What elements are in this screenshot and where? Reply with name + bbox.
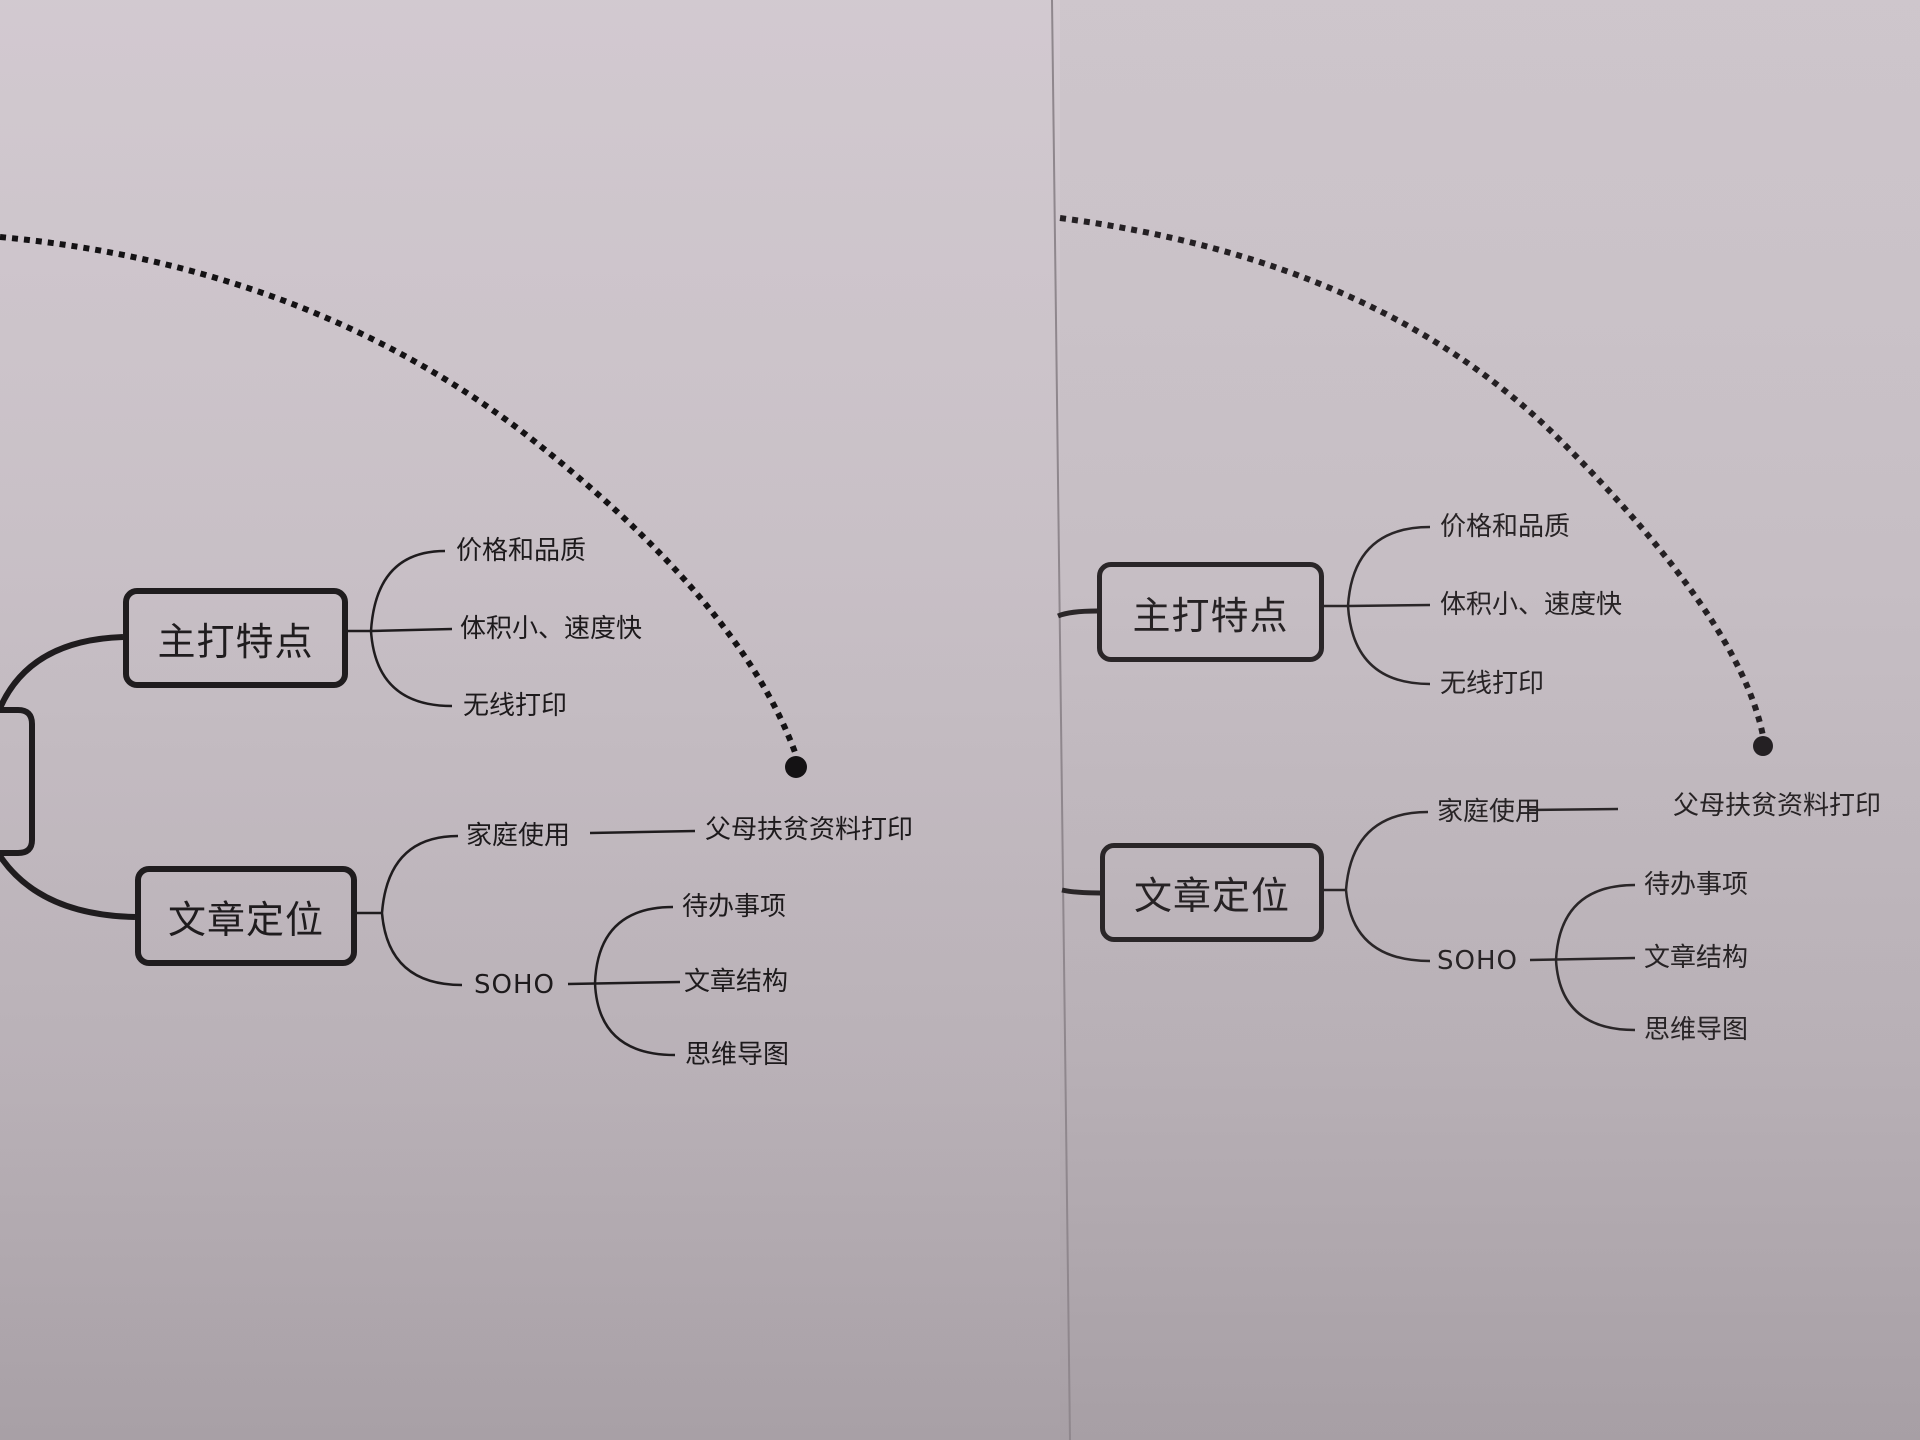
right-page: [1060, 0, 1920, 1440]
page-fold-line: [1051, 0, 1071, 1440]
leaf-small-fast-right: 体积小、速度快: [1440, 590, 1623, 620]
arc-end-dot-right: [1753, 736, 1773, 756]
leaf-price-quality-left: 价格和品质: [456, 536, 587, 566]
node-main-positioning-left: 文章定位: [135, 866, 357, 966]
leaf-price-quality-right: 价格和品质: [1440, 512, 1571, 542]
left-page: [0, 0, 1060, 1440]
node-main-features-left: 主打特点: [123, 588, 348, 688]
leaf-mindmap-left: 思维导图: [685, 1040, 790, 1070]
leaf-soho-left: SOHO: [474, 970, 555, 1000]
leaf-wireless-print-left: 无线打印: [463, 691, 568, 721]
root-node-partial-left: [0, 707, 35, 856]
leaf-todo-left: 待办事项: [682, 892, 787, 922]
leaf-parents-print-right: 父母扶贫资料打印: [1673, 791, 1882, 821]
leaf-small-fast-left: 体积小、速度快: [460, 614, 643, 644]
dotted-arc-left: [0, 234, 799, 757]
leaf-todo-right: 待办事项: [1644, 870, 1749, 900]
leaf-soho-right: SOHO: [1437, 946, 1518, 976]
leaf-home-use-left: 家庭使用: [466, 821, 571, 851]
node-main-features-right: 主打特点: [1097, 562, 1324, 662]
node-main-positioning-right: 文章定位: [1100, 843, 1324, 942]
leaf-home-use-right: 家庭使用: [1437, 797, 1542, 827]
leaf-mindmap-right: 思维导图: [1644, 1015, 1749, 1045]
leaf-parents-print-left: 父母扶贫资料打印: [705, 815, 914, 845]
leaf-wireless-print-right: 无线打印: [1440, 669, 1545, 699]
leaf-article-structure-left: 文章结构: [684, 967, 789, 997]
leaf-article-structure-right: 文章结构: [1644, 943, 1749, 973]
arc-end-dot-left: [785, 756, 807, 778]
